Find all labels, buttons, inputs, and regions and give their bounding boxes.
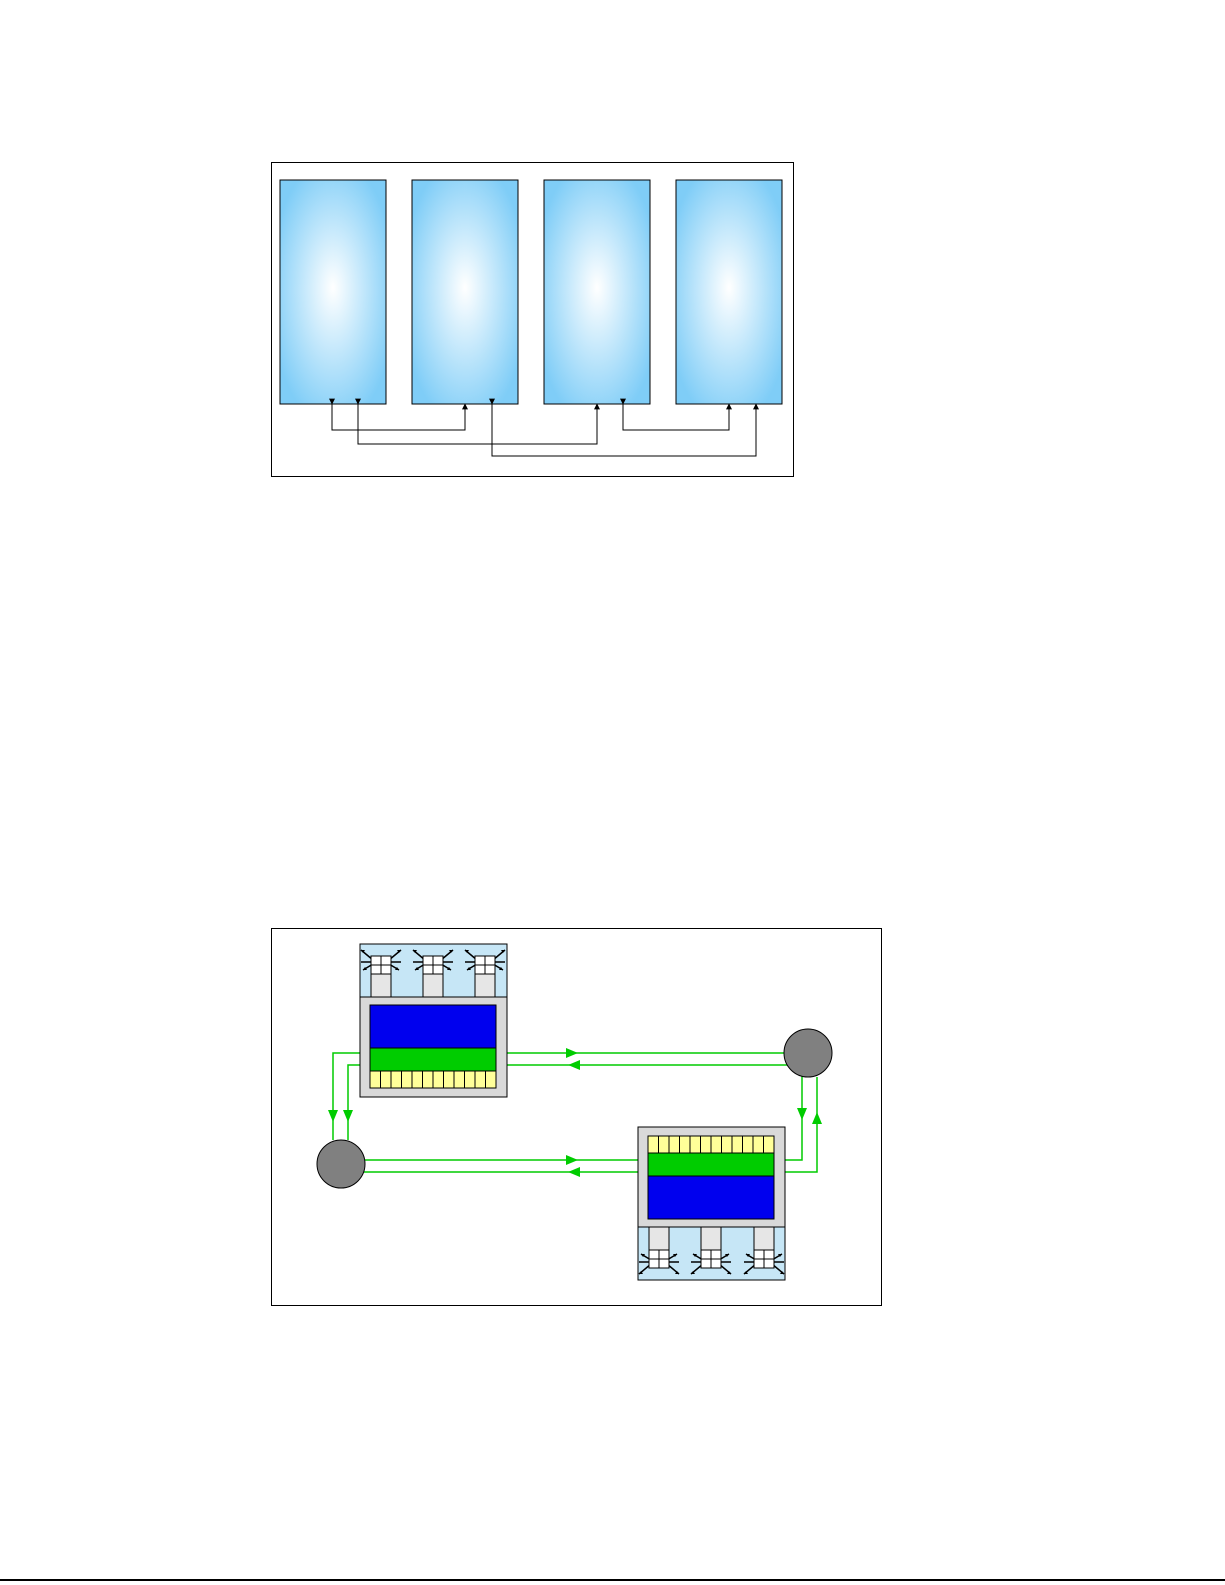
module-box-4 — [676, 180, 782, 404]
arrowhead — [566, 1048, 578, 1058]
lower-band-green — [648, 1153, 774, 1176]
right-node — [784, 1029, 832, 1077]
upper-chassis — [360, 944, 507, 1097]
link-3-4 — [623, 404, 729, 430]
module-box-1 — [280, 180, 386, 404]
module-box-2 — [412, 180, 518, 404]
module-box-3 — [544, 180, 650, 404]
link-upper-to-left-node-a — [333, 1053, 360, 1140]
arrowhead — [568, 1167, 580, 1177]
left-node — [317, 1140, 365, 1188]
arrowhead — [797, 1108, 807, 1120]
lower-chassis — [638, 1127, 785, 1280]
upper-slot-strip — [370, 1071, 496, 1088]
upper-band-green — [370, 1048, 496, 1071]
link-1-2 — [332, 404, 465, 430]
lower-slot-strip — [648, 1136, 774, 1153]
link-1-3 — [358, 404, 597, 444]
lower-band-blue — [648, 1176, 774, 1219]
arrowhead — [812, 1112, 822, 1124]
link-lower-to-right-node-a — [784, 1076, 802, 1160]
link-upper-to-left-node-b — [348, 1065, 360, 1140]
arrowhead — [568, 1060, 580, 1070]
upper-band-blue — [370, 1005, 496, 1048]
module-interconnects — [332, 404, 756, 456]
arrowhead — [343, 1110, 353, 1122]
link-lower-to-right-node-b — [784, 1077, 817, 1172]
arrowhead — [328, 1110, 338, 1122]
module-group — [280, 180, 782, 404]
page-bottom-rule — [0, 1579, 1225, 1581]
arrowhead — [566, 1155, 578, 1165]
